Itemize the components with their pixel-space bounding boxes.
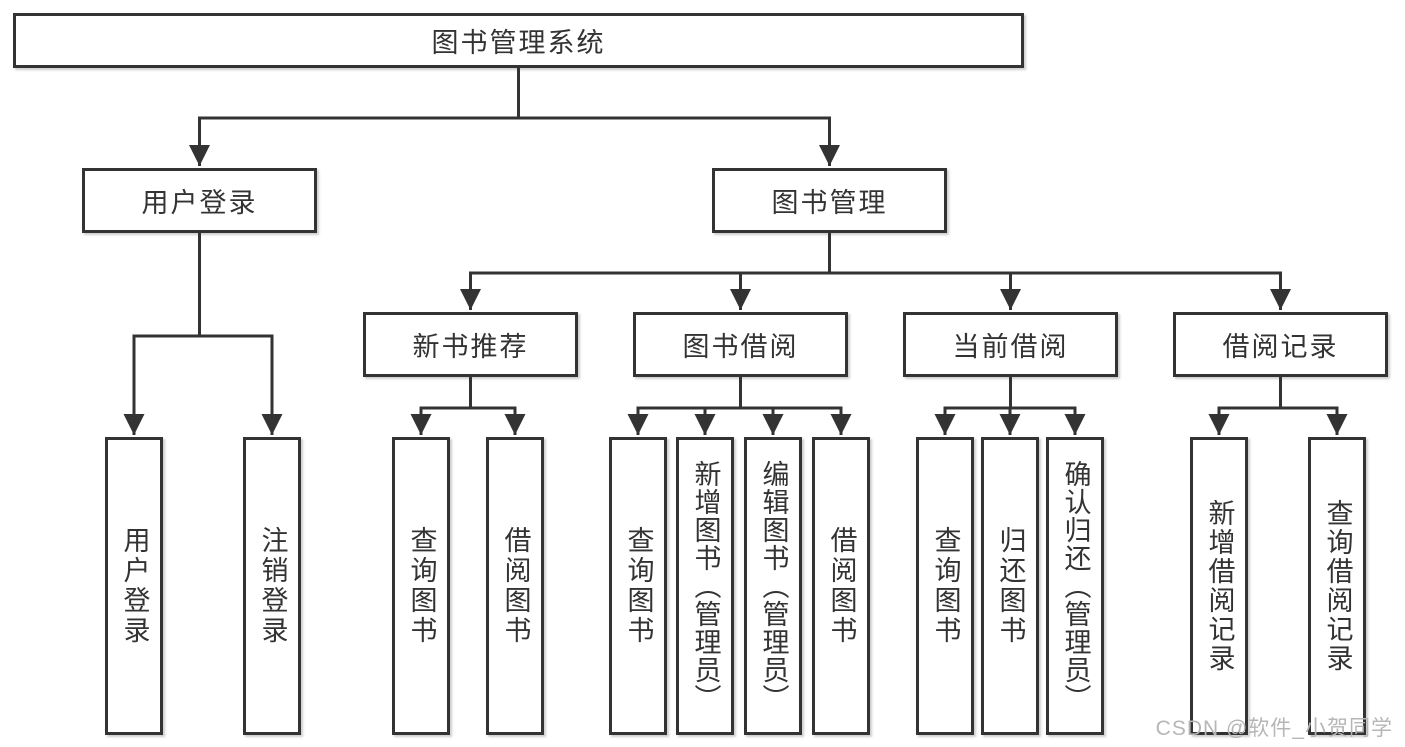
leaf-br-add-record-label: 新增借阅记录 (1204, 499, 1235, 673)
leaf-user-login: 用户登录 (105, 437, 163, 735)
leaf-nb-query-books: 查询图书 (392, 437, 450, 735)
node-new-book-recommend-label: 新书推荐 (412, 332, 529, 362)
leaf-br-query-record: 查询借阅记录 (1308, 437, 1366, 735)
leaf-cb-return-books: 归还图书 (981, 437, 1039, 735)
leaf-cb-confirm-return-admin: 确认归还（管理员） (1046, 437, 1104, 735)
node-root-label: 图书管理系统 (431, 28, 606, 58)
node-current-borrow: 当前借阅 (903, 312, 1118, 377)
node-user-login: 用户登录 (82, 168, 317, 233)
node-book-borrow: 图书借阅 (633, 312, 848, 377)
leaf-bb-borrow-books-label: 借阅图书 (826, 526, 857, 646)
leaf-logout-label: 注销登录 (257, 526, 288, 646)
leaf-cb-query-books-label: 查询图书 (930, 526, 961, 646)
leaf-br-query-record-label: 查询借阅记录 (1322, 499, 1353, 673)
leaf-cb-query-books: 查询图书 (916, 437, 974, 735)
node-book-management-label: 图书管理 (771, 188, 888, 218)
leaf-user-login-label: 用户登录 (119, 526, 150, 646)
leaf-cb-return-books-label: 归还图书 (995, 526, 1026, 646)
leaf-bb-query-books-label: 查询图书 (623, 526, 654, 646)
node-book-management: 图书管理 (712, 168, 947, 233)
node-root: 图书管理系统 (13, 13, 1024, 68)
leaf-cb-confirm-return-admin-label: 确认归还（管理员） (1060, 460, 1091, 712)
leaf-logout: 注销登录 (243, 437, 301, 735)
node-borrow-records: 借阅记录 (1173, 312, 1388, 377)
node-book-borrow-label: 图书借阅 (682, 332, 799, 362)
leaf-nb-query-books-label: 查询图书 (406, 526, 437, 646)
leaf-bb-edit-books-admin: 编辑图书（管理员） (744, 437, 802, 735)
leaf-nb-borrow-books: 借阅图书 (486, 437, 544, 735)
leaf-bb-add-books-admin: 新增图书（管理员） (676, 437, 734, 735)
leaf-bb-edit-books-admin-label: 编辑图书（管理员） (758, 460, 789, 712)
csdn-watermark: CSDN @软件_小贺同学 (1155, 717, 1393, 740)
node-new-book-recommend: 新书推荐 (363, 312, 578, 377)
leaf-bb-add-books-admin-label: 新增图书（管理员） (690, 460, 721, 712)
leaf-nb-borrow-books-label: 借阅图书 (500, 526, 531, 646)
leaf-bb-borrow-books: 借阅图书 (812, 437, 870, 735)
leaf-br-add-record: 新增借阅记录 (1190, 437, 1248, 735)
node-current-borrow-label: 当前借阅 (952, 332, 1069, 362)
leaf-bb-query-books: 查询图书 (609, 437, 667, 735)
node-user-login-label: 用户登录 (141, 188, 258, 218)
node-borrow-records-label: 借阅记录 (1222, 332, 1339, 362)
